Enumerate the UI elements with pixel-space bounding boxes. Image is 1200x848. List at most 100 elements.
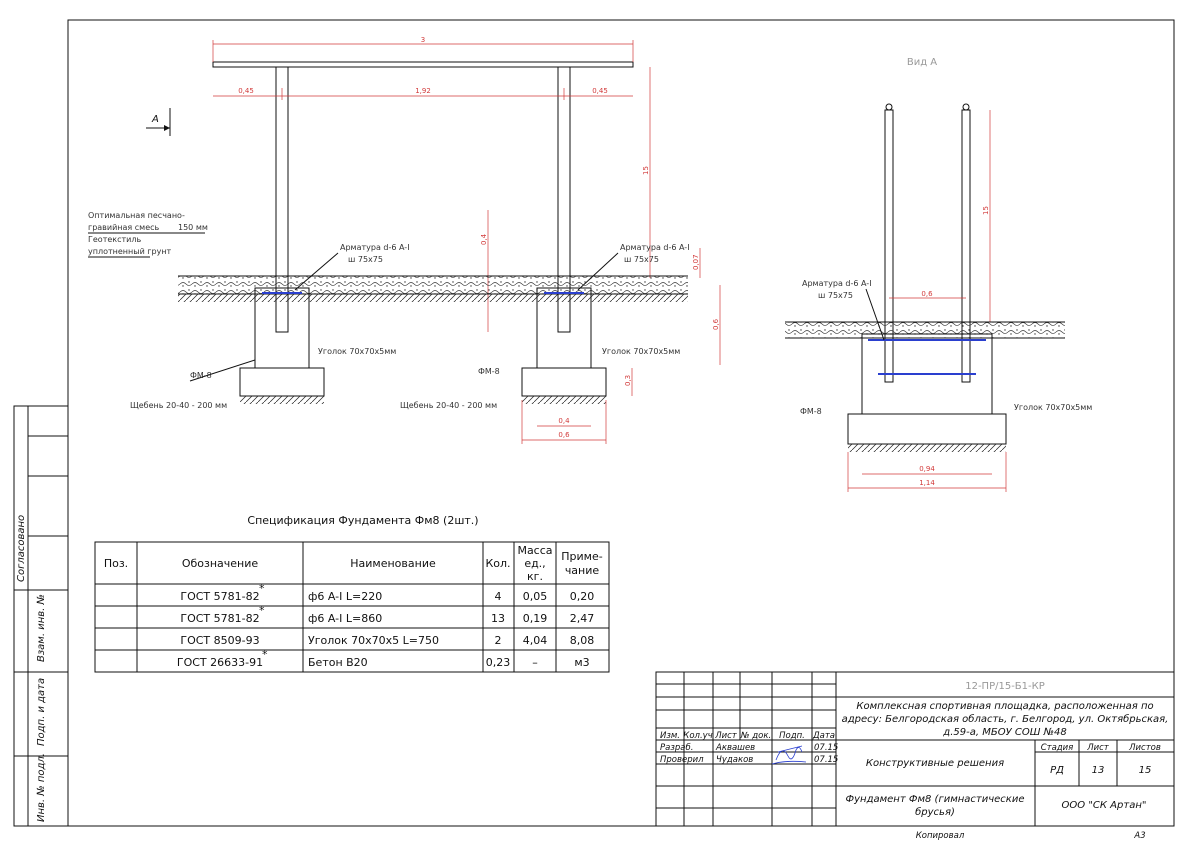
format-label: А3 [1133,831,1145,841]
doc-code: 12-ПР/15-Б1-КР [965,681,1045,692]
view-a-label-angle: Уголок 70х70х5мм [1014,403,1092,412]
project-line-3: д.59-а, МБОУ СОШ №48 [942,727,1066,738]
label-angle-right: Уголок 70х70х5мм [602,347,680,356]
header-mass-2: ед., [524,557,545,570]
row-qty: 13 [491,612,505,625]
label-fm-right: ФМ-8 [478,367,500,376]
view-a-dim-w2: 1,14 [919,479,935,487]
view-a: Вид А 15 0,6 0,94 1,14 Арматура d-6 A-I … [785,57,1092,492]
row-qty: 0,23 [486,656,511,669]
row-name: ф6 A-I L=220 [308,590,382,603]
row-name: ф6 A-I L=860 [308,612,382,625]
view-a-title: Вид А [907,57,937,68]
row-star: * [262,648,268,661]
copied-label: Копировал [916,831,965,841]
gravel-left [239,367,325,397]
view-a-label-rebar: Арматура d-6 A-I [802,279,872,288]
dim-top-width: 3 [421,36,425,44]
header-note-2: чание [565,564,600,577]
dim-left-off: 0,45 [238,87,254,95]
project-line-2: адресу: Белгородская область, г. Белгоро… [842,713,1169,725]
col-podp: Подп. [779,731,805,741]
col-izm: Изм. [660,731,680,741]
drawing-name-1: Фундамент Фм8 (гимнастические [846,794,1025,805]
label-rebar-step-right: ш 75х75 [624,255,659,264]
main-elevation: 3 0,45 1,92 0,45 15 0,4 0,6 0,3 0,07 [88,36,721,444]
label-layer2: гравийная смесь [88,223,160,232]
row-designation: ГОСТ 26633-91 [177,656,263,669]
view-a-label-fm: ФМ-8 [800,407,822,416]
view-a-dim-inner: 0,6 [921,290,933,298]
row-note: 8,08 [570,634,595,647]
stamp-inv: Инв. № подл. [36,753,47,822]
table-row: ГОСТ 5781-82 * ф6 A-I L=220 4 0,05 0,20 [180,582,594,603]
project-line-1: Комплексная спортивная площадка, располо… [856,701,1153,712]
gravel-right [521,367,607,397]
view-a-dim-height: 15 [982,206,990,215]
sheet-value: 13 [1092,765,1105,776]
row-mass: – [532,656,538,669]
dim-width1: 0,4 [558,417,570,425]
label-rebar-right: Арматура d-6 A-I [620,243,690,252]
label-layer2-val: 150 мм [178,223,208,232]
col-koluch: Кол.уч [683,731,712,741]
name-developer: Аквашев [715,743,755,753]
row-star: * [259,582,265,595]
post-left [275,66,289,333]
header-pos: Поз. [104,557,128,570]
label-layer4: уплотненный грунт [88,247,172,256]
label-fm-left: ФМ-8 [190,371,212,380]
label-gravel-right: Щебень 20-40 - 200 мм [400,401,497,410]
view-a-post-left [884,109,894,383]
dim-width2: 0,6 [558,431,570,439]
header-mass-1: Масса [517,544,552,557]
dim-embed: 0,4 [480,233,488,245]
table-row: ГОСТ 5781-82 * ф6 A-I L=860 13 0,19 2,47 [180,604,594,625]
row-name: Бетон В20 [308,656,368,669]
stamp-agreed: Согласовано [16,515,27,582]
title-block: 12-ПР/15-Б1-КР Комплексная спортивная пл… [655,671,1175,841]
header-designation: Обозначение [182,557,259,570]
drawing-name-2: брусья) [915,806,955,818]
table-row: ГОСТ 26633-91 * Бетон В20 0,23 – м3 [177,648,590,669]
sheets-value: 15 [1139,765,1152,776]
post-right [557,66,571,333]
spec-title: Спецификация Фундамента Фм8 (2шт.) [247,514,478,527]
header-name: Наименование [350,557,436,570]
date-developer: 07.15 [814,743,838,753]
side-stamp: Согласовано Взам. инв. № Подп. и дата Ин… [13,405,69,827]
sheet-header: Лист [1086,743,1110,753]
date-checker: 07.15 [814,755,838,765]
header-note-1: Приме- [561,550,602,563]
section-name: Конструктивные решения [866,758,1004,769]
signature-icon [771,745,807,765]
role-checker: Проверил [660,755,704,765]
col-list: Лист [714,731,738,741]
header-qty: Кол. [485,557,510,570]
label-angle-left: Уголок 70х70х5мм [318,347,396,356]
row-note: 2,47 [570,612,595,625]
stamp-vzam: Взам. инв. № [36,594,47,662]
row-mass: 0,19 [523,612,548,625]
section-mark: А [151,114,159,125]
row-qty: 4 [495,590,502,603]
view-a-dim-w1: 0,94 [919,465,935,473]
header-mass-3: кг. [527,570,543,583]
label-rebar-left: Арматура d-6 A-I [340,243,410,252]
dim-depth: 0,6 [712,318,720,330]
label-layer3: Геотекстиль [88,235,141,244]
top-bar [212,61,634,68]
label-gravel-left: Щебень 20-40 - 200 мм [130,401,227,410]
sheets-header: Листов [1128,743,1161,753]
dim-gravel: 0,07 [692,254,700,270]
dim-base: 0,3 [624,375,632,386]
dim-height: 15 [642,166,650,175]
spec-table: Спецификация Фундамента Фм8 (2шт.) Поз. … [94,514,610,673]
row-note: м3 [574,656,589,669]
row-designation: ГОСТ 5781-82 [180,612,259,625]
role-developer: Разраб. [660,743,693,753]
view-a-gravel [847,413,1007,445]
view-a-post-right [961,109,971,383]
label-rebar-step-left: ш 75х75 [348,255,383,264]
